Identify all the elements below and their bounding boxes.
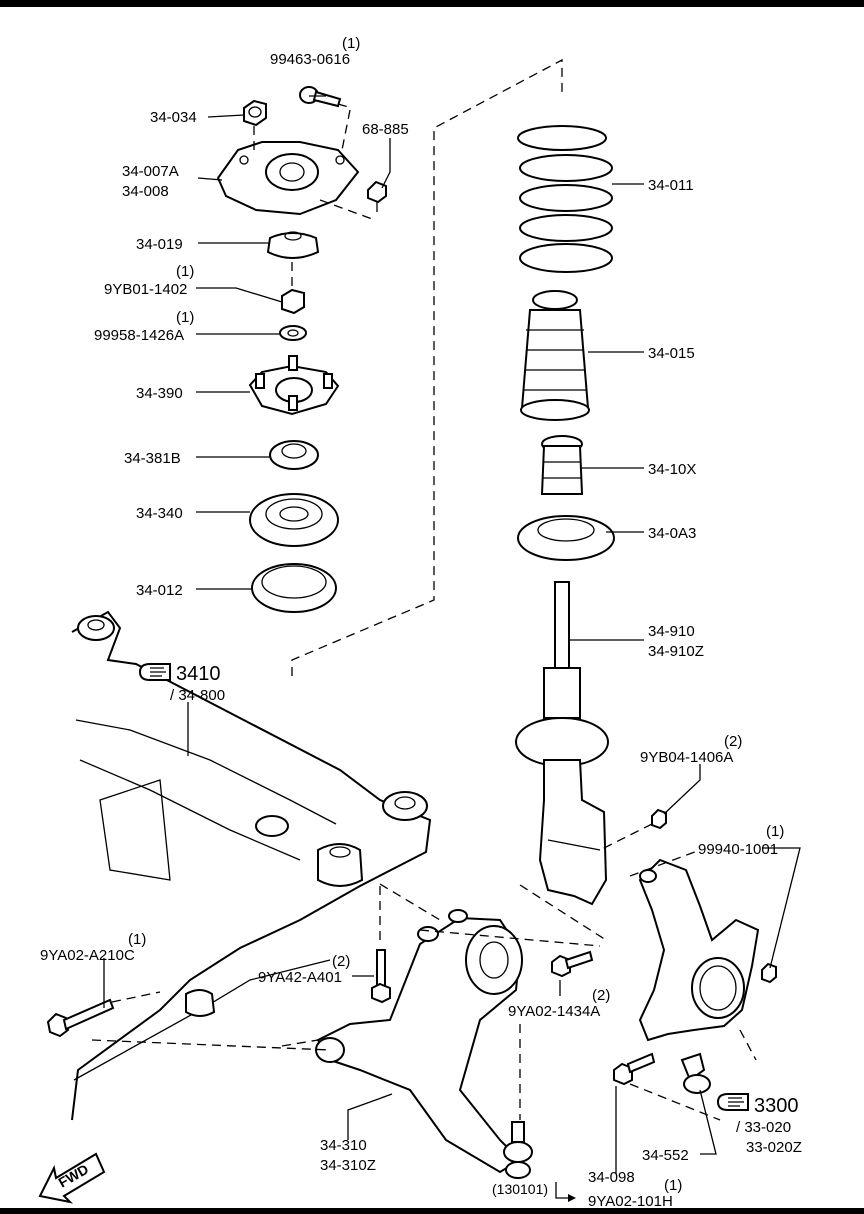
spring-seat-34-340[interactable] <box>249 493 339 547</box>
nut-9yb01-1402[interactable] <box>281 288 305 315</box>
label-9yb01-1402: 9YB01-1402 <box>104 281 187 298</box>
label-34-007a: 34-007A <box>122 163 179 180</box>
clip-34-552[interactable] <box>680 1052 711 1094</box>
mount-bracket-34-007a[interactable] <box>216 109 376 221</box>
top-border <box>0 0 864 7</box>
label-34-910: 34-910 <box>648 623 695 640</box>
lower-arm-34-310[interactable] <box>315 883 601 1179</box>
reference-3410[interactable]: 3410 / 34-800 <box>138 663 225 704</box>
label-9yb04-qty: (2) <box>724 733 742 750</box>
label-9ya02-a210c: 9YA02-A210C <box>40 947 135 964</box>
nut-9yb04-1406a[interactable] <box>599 808 667 851</box>
label-99958-qty: (1) <box>176 309 194 326</box>
bolt-34-098[interactable] <box>613 1052 721 1121</box>
label-99940-1001: 99940-1001 <box>698 841 778 858</box>
label-9ya42-qty: (2) <box>332 953 350 970</box>
insulator-34-012[interactable] <box>251 563 337 613</box>
label-date-code: (130101) <box>492 1181 548 1197</box>
label-34-910z: 34-910Z <box>648 643 704 660</box>
label-34-310: 34-310 <box>320 1137 367 1154</box>
washer-99958-1426a[interactable] <box>279 325 307 341</box>
clip-68-885[interactable] <box>367 180 387 212</box>
label-9ya02-a210c-qty: (1) <box>128 931 146 948</box>
bolt-99463-0616[interactable] <box>299 86 353 109</box>
label-34-012: 34-012 <box>136 582 183 599</box>
fwd-arrow-icon: FWD <box>38 1152 106 1204</box>
label-34-015: 34-015 <box>648 345 695 362</box>
label-34-0a3: 34-0A3 <box>648 525 696 542</box>
assembly-guide-line-3 <box>281 1039 319 1047</box>
label-34-011: 34-011 <box>648 177 694 194</box>
label-9ya02-101h-qty: (1) <box>664 1177 682 1194</box>
label-99940-qty: (1) <box>766 823 784 840</box>
ref-3300-number: 3300 <box>754 1095 799 1117</box>
lower-seat-34-0a3[interactable] <box>517 515 615 561</box>
bearing-34-381b[interactable] <box>269 440 319 470</box>
knuckle-3300[interactable] <box>629 849 777 1061</box>
label-9yb04-1406a: 9YB04-1406A <box>640 749 733 766</box>
assembly-guide-line-2 <box>91 1039 331 1051</box>
bumper-34-019[interactable] <box>266 231 320 292</box>
label-34-098: 34-098 <box>588 1169 635 1186</box>
bump-stopper-34-10x[interactable] <box>540 435 584 495</box>
bottom-border <box>0 1208 864 1214</box>
label-9ya02-101h: 9YA02-101H <box>588 1193 673 1210</box>
bolt-9ya02-a210c[interactable] <box>46 991 161 1038</box>
ref-3410-number: 3410 <box>176 663 221 685</box>
label-99463-qty: (1) <box>342 35 360 52</box>
assembly-guide-line <box>291 58 563 676</box>
bolt-9ya42-a401[interactable] <box>371 880 391 1004</box>
leader-lines <box>103 95 801 1202</box>
label-34-340: 34-340 <box>136 505 183 522</box>
label-34-552: 34-552 <box>642 1147 689 1164</box>
label-9ya42-a401: 9YA42-A401 <box>258 969 342 986</box>
label-34-019: 34-019 <box>136 236 183 253</box>
label-34-10x: 34-10X <box>648 461 696 478</box>
label-34-390: 34-390 <box>136 385 183 402</box>
dust-boot-34-015[interactable] <box>520 290 590 421</box>
label-9ya02-1434a-qty: (2) <box>592 987 610 1004</box>
strut-mount-34-390[interactable] <box>248 355 340 416</box>
label-34-034: 34-034 <box>150 109 197 126</box>
reference-3300[interactable]: 3300 / 33-020 33-020Z <box>716 1093 802 1156</box>
label-34-008: 34-008 <box>122 183 169 200</box>
ref-3300-sub2: 33-020Z <box>746 1139 802 1156</box>
pointing-hand-icon <box>716 1093 749 1111</box>
label-9yb01-qty: (1) <box>176 263 194 280</box>
label-34-310z: 34-310Z <box>320 1157 376 1174</box>
subframe-3410[interactable] <box>71 610 432 1121</box>
label-9ya02-1434a: 9YA02-1434A <box>508 1003 600 1020</box>
label-99463-0616: 99463-0616 <box>270 51 350 68</box>
part-labels: (1) 99463-0616 34-034 68-885 34-007A 34-… <box>40 35 784 1210</box>
ref-3410-sub: / 34-800 <box>170 687 225 704</box>
label-34-381b: 34-381B <box>124 450 181 467</box>
nut-34-034[interactable] <box>243 99 267 127</box>
coil-spring-34-011[interactable] <box>517 125 613 273</box>
pointing-hand-icon <box>138 663 171 681</box>
ref-3300-sub1: / 33-020 <box>736 1119 791 1136</box>
shock-absorber-34-910[interactable] <box>515 581 609 941</box>
label-99958-1426a: 99958-1426A <box>94 327 184 344</box>
label-68-885: 68-885 <box>362 121 409 138</box>
bolt-9ya02-1434a[interactable] <box>551 950 594 978</box>
